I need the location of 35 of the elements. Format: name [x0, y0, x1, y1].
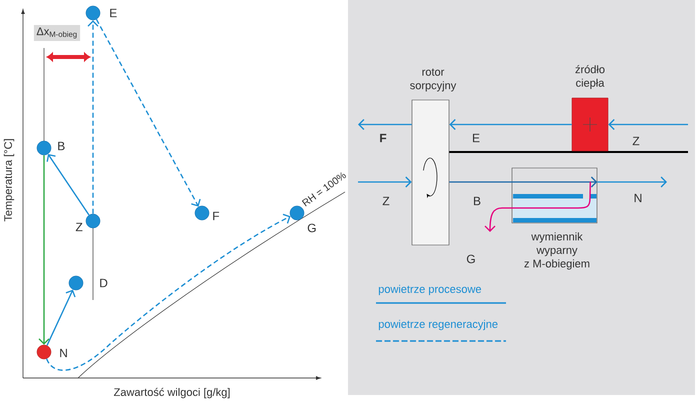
point-label: F — [213, 212, 220, 220]
stream-label: F — [380, 134, 386, 142]
node-heading: wymiennik wyparny z M-obiegiem — [524, 232, 590, 270]
arrow — [46, 290, 76, 346]
node-heading: rotor sorpcyjny — [410, 68, 456, 92]
arrow — [597, 176, 667, 188]
axis-label: Temperatura [°C] — [4, 139, 14, 222]
point-label: G — [308, 224, 316, 232]
arrow — [608, 119, 688, 130]
point-label: D — [100, 278, 108, 288]
stream-label: E — [473, 134, 480, 142]
stream-label: Z — [382, 196, 390, 206]
arrow — [449, 119, 572, 130]
arrow — [449, 176, 598, 188]
arrow — [88, 20, 98, 214]
legend-text: powietrze regeneracyjne — [378, 320, 498, 330]
dimension-label: Δx$_{M-obieg}$ — [34, 25, 80, 41]
point-label: B — [58, 142, 65, 150]
arrow — [96, 19, 201, 207]
arrow — [484, 182, 591, 232]
point-label: Z — [76, 222, 82, 232]
stream-label: G — [466, 254, 475, 264]
arrow — [358, 119, 412, 130]
arrow — [46, 214, 291, 371]
stream-label: N — [634, 194, 642, 202]
stream-label: Z — [632, 136, 640, 146]
legend-text: powietrze procesowe — [378, 284, 482, 296]
arrow — [46, 154, 90, 216]
node-heading: źródło ciepła — [575, 65, 605, 89]
axis-label: Zawartość wilgoci [g/kg] — [114, 388, 230, 398]
arrow — [38, 155, 50, 345]
stream-label: B — [474, 196, 480, 206]
point-label: E — [110, 8, 117, 18]
arrow — [358, 176, 412, 188]
point-label: N — [60, 348, 67, 358]
